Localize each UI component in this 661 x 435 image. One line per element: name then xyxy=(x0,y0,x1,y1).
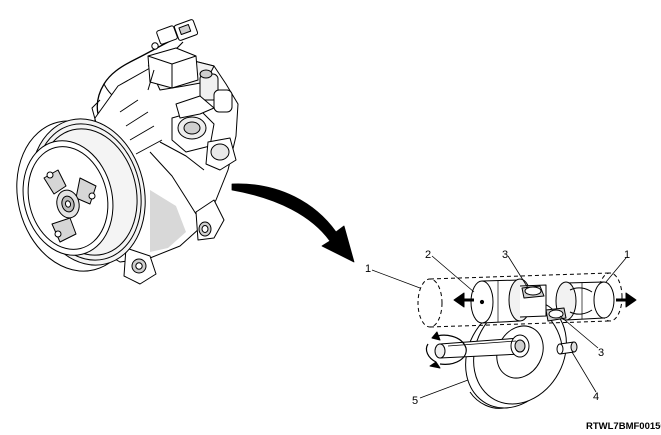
pin xyxy=(556,341,578,355)
leader-lines xyxy=(371,255,627,399)
callout-shoe-bottom: 3 xyxy=(598,347,604,359)
cylinder xyxy=(417,272,623,328)
shoe-upper xyxy=(521,285,545,299)
mounting-bracket xyxy=(91,69,225,285)
connector xyxy=(151,19,199,50)
compressor-assembly xyxy=(16,19,239,285)
callout-swash-plate: 5 xyxy=(412,395,418,407)
leader-1-left xyxy=(371,269,421,289)
leader-2 xyxy=(431,255,475,293)
leader-3-bottom xyxy=(559,315,599,349)
arrow-right xyxy=(616,292,637,308)
callout-cylinder-left: 1 xyxy=(365,263,371,275)
rotation-arrow xyxy=(425,331,467,369)
callout-shoe-top: 3 xyxy=(502,249,508,261)
piston-left xyxy=(470,278,547,324)
callout-cylinder-right: 1 xyxy=(624,249,630,261)
shoe-lower xyxy=(545,307,567,322)
leader-5 xyxy=(419,379,469,399)
control-valve xyxy=(147,47,233,113)
callouts: 1 2 3 1 3 4 5 xyxy=(365,249,630,407)
leader-3-top xyxy=(507,255,529,289)
clutch-pulley xyxy=(16,118,146,272)
curved-arrow xyxy=(231,183,355,263)
discharge-port xyxy=(205,137,237,171)
suction-port xyxy=(171,95,215,153)
drive-shaft xyxy=(434,334,530,359)
leader-1-right xyxy=(605,257,627,283)
callout-piston: 2 xyxy=(425,249,431,261)
section-detail xyxy=(417,272,637,409)
callout-pin: 4 xyxy=(593,391,599,403)
arrow-left xyxy=(453,292,474,308)
leader-4 xyxy=(571,351,597,393)
figure-code: RTWL7BMF001501 xyxy=(586,421,661,432)
